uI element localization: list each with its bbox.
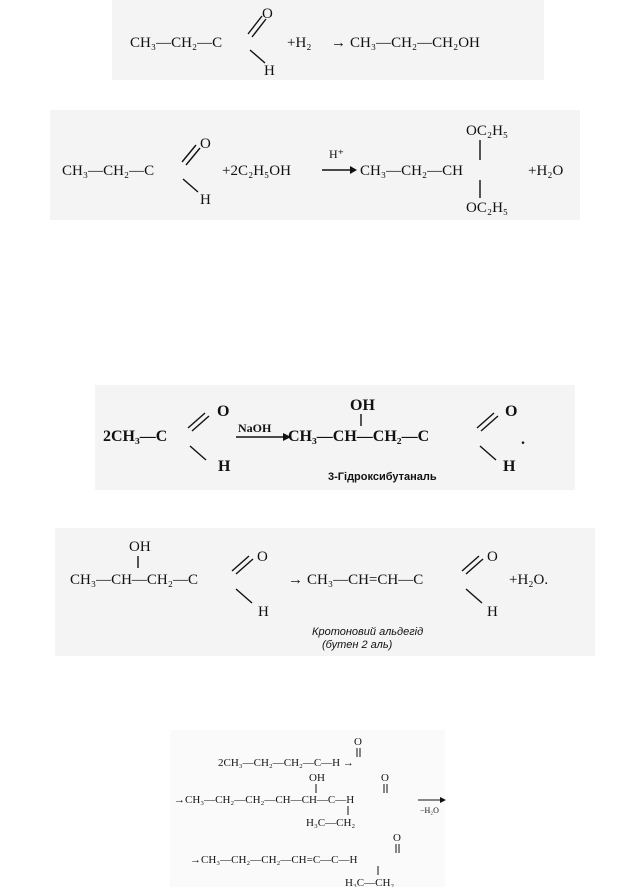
- reaction-3-aldol: 2CH₃—C O H NaOH CH₃—CH—CH₂—C OH O H . 3-…: [103, 397, 525, 483]
- scheme-panel-4: [55, 528, 595, 656]
- double-bond-o-2: [480, 415, 499, 432]
- oxygen-label: O: [200, 136, 211, 152]
- line3-enal: →CH₃—CH₂—CH₂—CH=C—C—H: [190, 854, 358, 866]
- reaction-1-hydrogenation: CH₃—CH₂—C O H +H₂ → CH₃—CH₂—CH₂OH: [130, 6, 480, 79]
- double-bond-o: [476, 412, 495, 429]
- hydroxyl-label: OH: [129, 539, 151, 555]
- scheme-panel-2: [50, 110, 580, 220]
- reaction-4-croton: OH CH₃—CH—CH₂—C O H → CH₃—CH=CH—C O H +H…: [70, 539, 548, 651]
- bond-h: [249, 49, 266, 64]
- reaction-2-acetal: CH₃—CH₂—C O H +2C₂H₅OH H⁺ CH₃—CH₂—CH OC₂…: [62, 123, 564, 216]
- reaction-arrow: →: [288, 572, 303, 588]
- scheme-panel-1: [112, 0, 544, 80]
- double-bond-o-2: [191, 415, 210, 432]
- water-byproduct: +H₂O.: [509, 572, 548, 588]
- reactant-chain: CH₃—CH₂—C: [62, 163, 154, 179]
- line3-oxygen: O: [393, 832, 401, 844]
- double-bond-o-2: [465, 558, 484, 575]
- arrow-head: [440, 797, 446, 803]
- period: .: [521, 431, 525, 448]
- ethoxy-bottom: OC₂H₅: [466, 200, 508, 216]
- hydrogen-reagent: +H₂: [287, 35, 312, 51]
- double-bond-o: [247, 15, 263, 35]
- bond-h: [235, 588, 253, 604]
- line2-aldol: →CH₃—CH₂—CH₂—CH—CH—C—H: [174, 794, 354, 806]
- double-bond-o-2: [185, 147, 201, 166]
- reactant-chain: CH₃—CH—CH₂—C: [70, 572, 198, 588]
- double-bond-o-2: [251, 18, 267, 38]
- ethanol-reagent: +2C₂H₅OH: [222, 163, 291, 179]
- oxygen-label: O: [487, 549, 498, 565]
- line2-oxygen: O: [381, 772, 389, 784]
- arrow-head: [283, 433, 291, 441]
- reactant-chain: CH₃—CH₂—C: [130, 35, 222, 51]
- double-bond-o-2: [235, 558, 254, 575]
- dehydration-condition: −H₂O: [420, 806, 439, 815]
- scheme-panel-3: [95, 385, 575, 490]
- oxygen-label: O: [262, 6, 273, 22]
- reaction-5-butanal: O 2CH₃—CH₂—CH₂—C—H → OH O →CH₃—CH₂—CH₂—C…: [174, 736, 446, 887]
- double-bond-o: [181, 144, 197, 163]
- line2-hydroxyl: OH: [309, 772, 325, 784]
- acetal-chain: CH₃—CH₂—CH: [360, 163, 463, 179]
- scheme-panel-5: [170, 730, 445, 887]
- hydrogen-label: H: [258, 604, 269, 620]
- bond-h: [479, 445, 497, 461]
- product-name-caption: 3-Гідроксибутаналь: [328, 471, 437, 483]
- bond-h: [465, 588, 483, 604]
- hydrogen-label: H: [487, 604, 498, 620]
- reactant-chain: 2CH₃—C: [103, 428, 167, 445]
- oxygen-label: O: [505, 403, 517, 420]
- line2-ethyl: H₃C—CH₂: [306, 817, 355, 829]
- bond-h: [189, 445, 207, 461]
- double-bond-o: [231, 555, 250, 572]
- line1-butanal: 2CH₃—CH₂—CH₂—C—H →: [218, 757, 354, 769]
- ethoxy-top: OC₂H₅: [466, 123, 508, 139]
- reaction-arrow: →: [331, 35, 346, 51]
- arrow-head: [350, 166, 357, 174]
- double-bond-o: [461, 555, 480, 572]
- line1-oxygen: O: [354, 736, 362, 748]
- bond-h: [182, 178, 199, 193]
- oxygen-label: O: [217, 403, 229, 420]
- product-name-caption: Кротоновий альдегід: [312, 626, 423, 638]
- line3-ethyl: H₃C—CH₂: [345, 877, 394, 887]
- hydrogen-label: H: [264, 63, 275, 79]
- hydroxyl-label: OH: [350, 397, 375, 414]
- hydrogen-label: H: [503, 458, 516, 475]
- product-propanol: CH₃—CH₂—CH₂OH: [350, 35, 480, 51]
- aldol-chain: CH₃—CH—CH₂—C: [288, 428, 429, 445]
- product-name-caption-2: (бутен 2 аль): [322, 639, 393, 651]
- oxygen-label: O: [257, 549, 268, 565]
- crotonaldehyde-chain: CH₃—CH=CH—C: [307, 572, 423, 588]
- water-byproduct: +H₂O: [528, 163, 564, 179]
- hydrogen-label: H: [200, 192, 211, 208]
- hydrogen-label: H: [218, 458, 231, 475]
- double-bond-o: [187, 412, 206, 429]
- base-catalyst: NaOH: [238, 421, 272, 435]
- acid-catalyst: H⁺: [329, 147, 344, 161]
